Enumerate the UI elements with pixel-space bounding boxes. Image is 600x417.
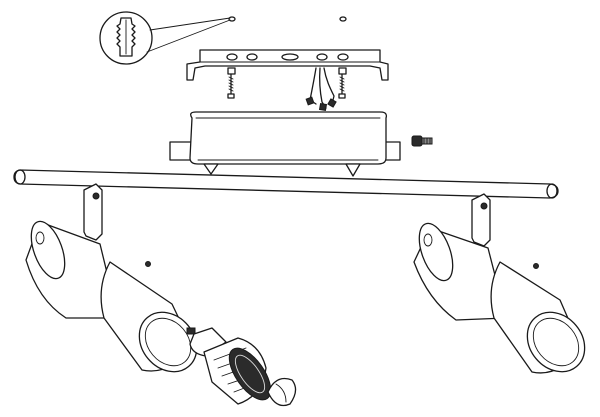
screw-hole-right	[339, 16, 347, 22]
rear-cap	[30, 220, 66, 280]
bracket-hole	[337, 53, 349, 61]
spotlight-head-left	[25, 183, 198, 373]
screw-left	[227, 67, 236, 99]
bracket-hole	[246, 53, 258, 61]
canopy-foot-left	[203, 163, 219, 175]
swivel-screw	[480, 202, 488, 210]
rear-cap-knob	[35, 231, 45, 245]
screws	[227, 67, 347, 99]
housing-screw	[533, 263, 539, 269]
front-opening	[144, 317, 192, 367]
mounting-bracket	[186, 49, 389, 81]
swivel-arm	[471, 193, 491, 247]
rear-cap-knob	[423, 233, 433, 247]
bulb-pin	[186, 327, 196, 335]
housing-screw	[145, 261, 151, 267]
detail-circle	[99, 11, 153, 65]
wall-plug-icon	[116, 17, 136, 57]
screw-hole-left	[228, 16, 236, 22]
screw-right	[338, 67, 347, 99]
front-rim	[138, 311, 198, 373]
wall-plug-detail	[99, 11, 347, 65]
bracket-hole	[226, 53, 238, 61]
front-rim	[526, 311, 586, 373]
gu10-bulb	[186, 327, 272, 405]
detail-leader-line	[149, 17, 231, 31]
canopy-foot-right	[345, 163, 361, 177]
lens-cap	[267, 377, 297, 407]
front-opening	[532, 317, 580, 367]
bar-end-right	[546, 183, 558, 199]
spotlight-bar	[13, 169, 559, 199]
set-screw	[411, 135, 433, 147]
spotlight-head-right	[413, 193, 586, 374]
canopy	[169, 111, 401, 177]
screw-icon	[411, 135, 423, 147]
supply-wires	[305, 67, 337, 112]
canopy-icon	[189, 111, 388, 165]
swivel-arm	[83, 183, 103, 241]
bracket-slot	[281, 53, 299, 61]
cap-icon	[267, 377, 297, 407]
rear-cap	[418, 222, 454, 282]
swivel-screw	[92, 192, 100, 200]
bulb-lens	[228, 347, 272, 401]
bracket-hole	[316, 53, 328, 61]
bar-end-left	[14, 169, 26, 185]
detail-leader-line-2	[146, 19, 231, 53]
